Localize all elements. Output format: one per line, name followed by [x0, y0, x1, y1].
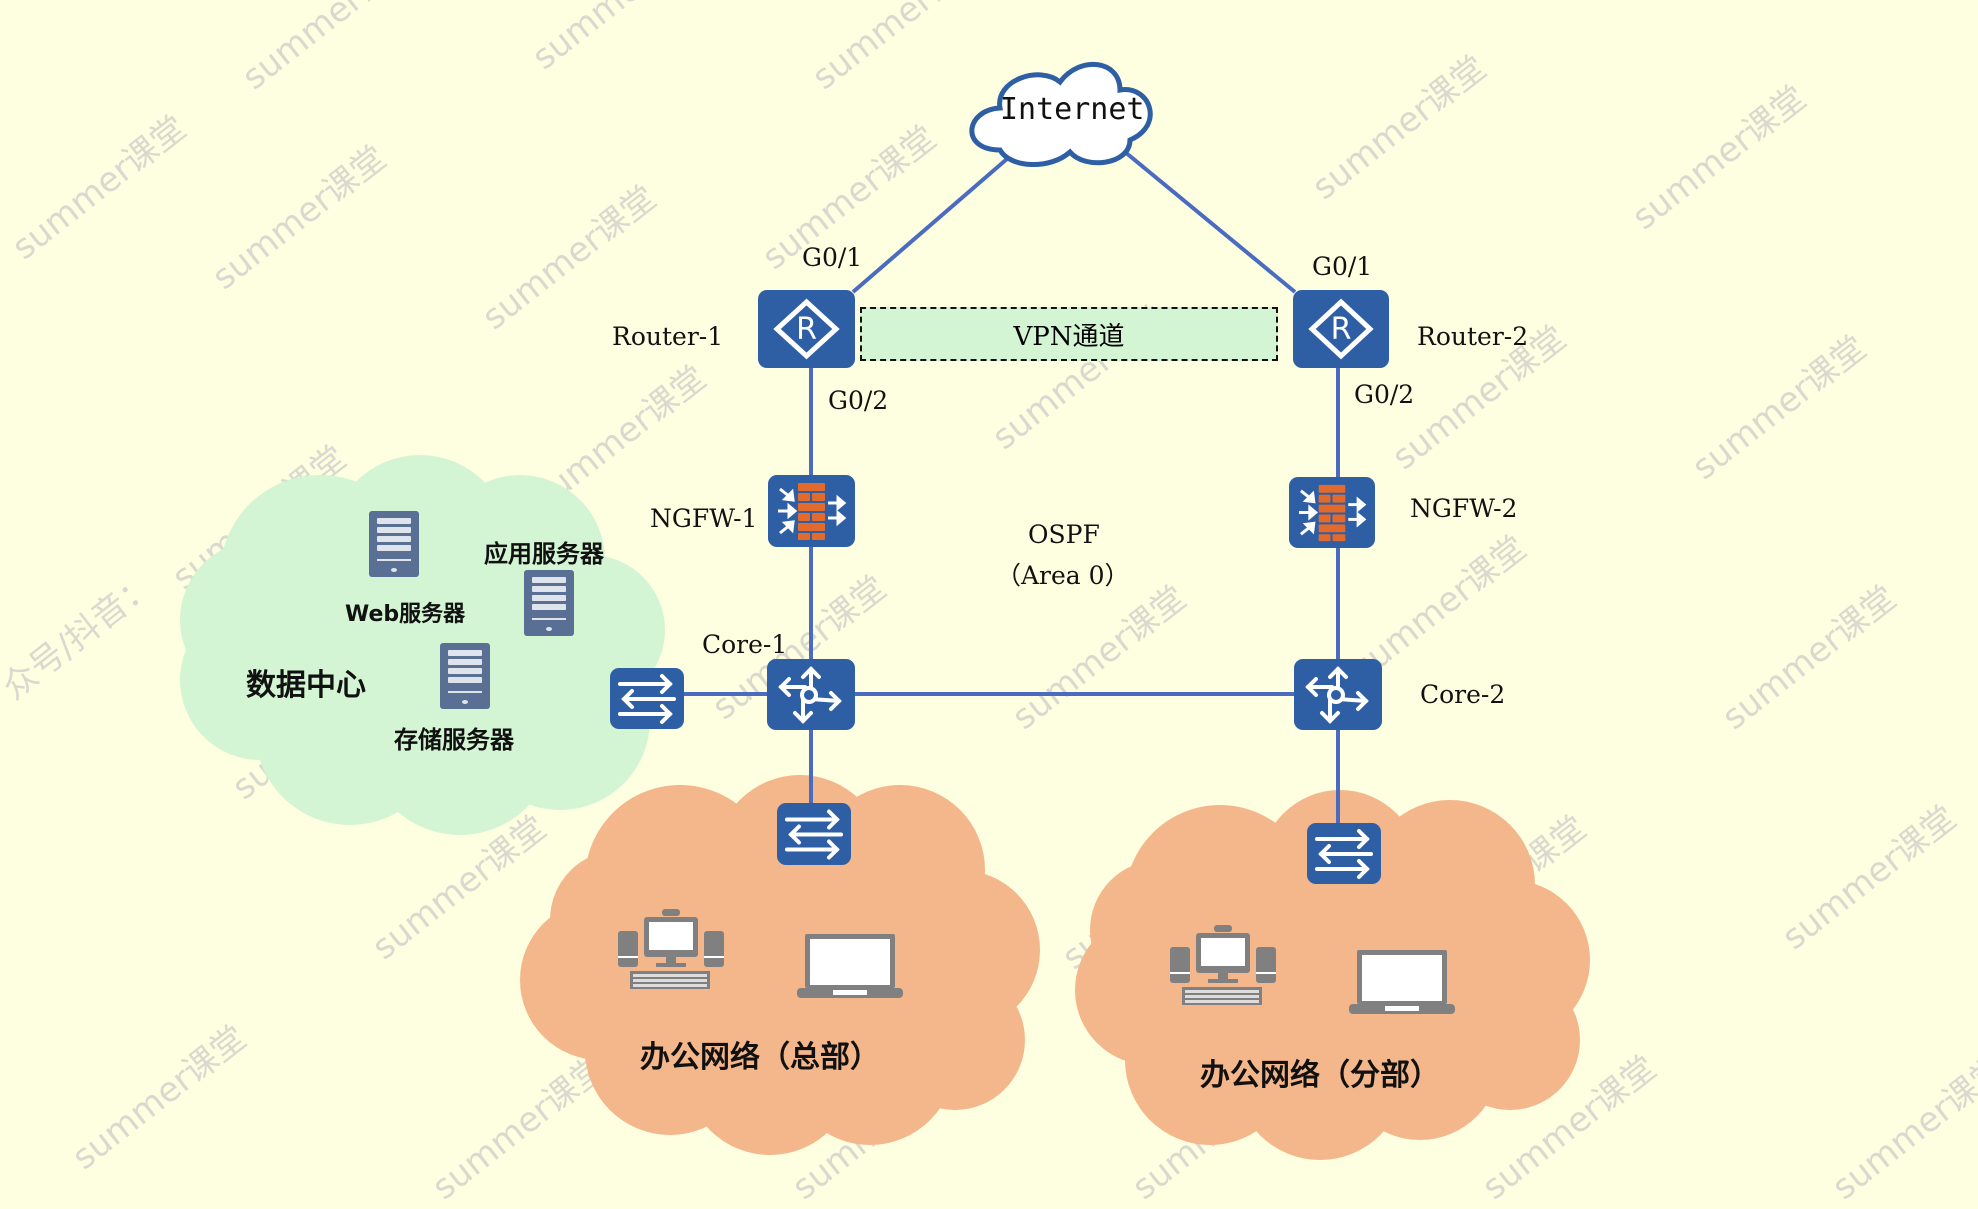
- router-1[interactable]: R: [758, 290, 855, 368]
- ngfw-2[interactable]: [1289, 477, 1375, 548]
- router-2-port-g01: G0/1: [1312, 252, 1373, 281]
- laptop-icon: [1349, 950, 1455, 1014]
- vpn-tunnel: VPN通道: [860, 307, 1278, 361]
- switch-icon: [1315, 829, 1373, 879]
- firewall-icon: [1298, 484, 1367, 542]
- datacenter-label: 数据中心: [246, 668, 366, 703]
- vpn-label: VPN通道: [1013, 321, 1125, 352]
- ngfw-1-label: NGFW-1: [650, 504, 758, 533]
- office-hq-cloud: [520, 775, 1040, 1155]
- datacenter-cloud: [180, 455, 665, 835]
- office-branch-label: 办公网络（分部）: [1200, 1058, 1440, 1093]
- core-2[interactable]: [1294, 659, 1382, 730]
- switch-icon: [618, 674, 676, 724]
- diagram-canvas: [180, 61, 1590, 1160]
- firewall-icon: [778, 483, 847, 540]
- web-server-label: Web服务器: [345, 602, 466, 627]
- router-2-label: Router-2: [1417, 322, 1529, 351]
- server-icon: [440, 643, 490, 709]
- app-server-label: 应用服务器: [484, 540, 604, 568]
- desktop-pc-icon: [618, 909, 724, 989]
- ospf-area-label: （Area 0）: [996, 561, 1130, 590]
- router-1-port-g02: G0/2: [828, 386, 889, 415]
- switch-icon: [785, 809, 843, 860]
- core-switch-icon: [1305, 666, 1369, 724]
- desktop-pc-icon: [1170, 925, 1276, 1005]
- router-icon: R: [1308, 298, 1374, 360]
- ospf-label: OSPF: [1028, 520, 1100, 549]
- core-1-label: Core-1: [702, 630, 788, 659]
- branch-office-switch[interactable]: [1307, 823, 1381, 884]
- router-1-port-g01: G0/1: [802, 243, 863, 272]
- router-2-port-g02: G0/2: [1354, 380, 1415, 409]
- core-1[interactable]: [767, 659, 855, 730]
- svg-text:R: R: [796, 312, 817, 347]
- office-hq-label: 办公网络（总部）: [640, 1040, 880, 1075]
- router-2[interactable]: R: [1293, 290, 1389, 368]
- ngfw-2-label: NGFW-2: [1410, 494, 1518, 523]
- internet-cloud: [969, 61, 1153, 167]
- laptop-icon: [797, 934, 903, 998]
- link-internet-router1: [851, 150, 1017, 294]
- internet-label: Internet: [1000, 92, 1145, 127]
- ngfw-1[interactable]: [768, 475, 855, 547]
- datacenter-switch[interactable]: [610, 668, 684, 729]
- server-icon: [369, 511, 419, 577]
- core-switch-icon: [778, 666, 842, 724]
- core-2-label: Core-2: [1420, 680, 1506, 709]
- storage-server-label: 存储服务器: [394, 726, 514, 754]
- svg-text:R: R: [1331, 312, 1352, 347]
- server-icon: [524, 570, 574, 636]
- link-internet-router2: [1123, 150, 1297, 294]
- router-icon: R: [773, 298, 840, 360]
- router-1-label: Router-1: [612, 322, 724, 351]
- hq-office-switch[interactable]: [777, 803, 851, 865]
